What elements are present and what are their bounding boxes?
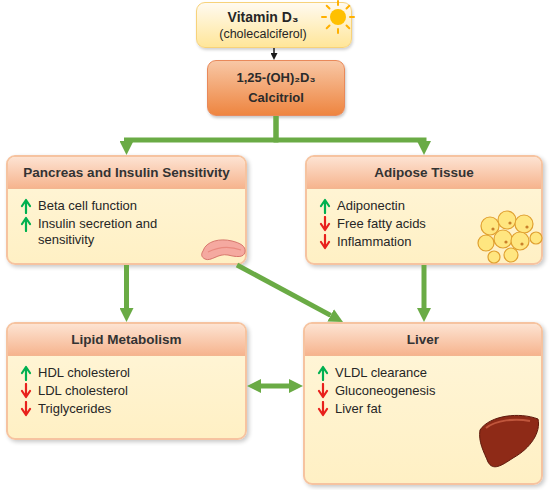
card-heading: Liver	[305, 324, 541, 356]
decrease-arrow	[317, 383, 329, 399]
increase-arrow	[20, 198, 32, 214]
trend-arrow	[321, 200, 329, 213]
increase-arrow	[20, 365, 32, 381]
trend-arrow	[22, 200, 30, 213]
effect-row: Gluconeogenesis	[317, 383, 533, 399]
effect-item: HDL cholesterol	[38, 365, 130, 381]
card-body: HDL cholesterolLDL cholesterolTriglyceri…	[8, 356, 245, 417]
flow-arrow	[261, 384, 289, 389]
flow-arrow	[273, 48, 275, 53]
card-body: Beta cell functionInsulin secretion and …	[8, 189, 245, 248]
card-body: AdiponectinFree fatty acidsInflammation	[307, 189, 541, 250]
effect-row: Inflammation	[319, 234, 533, 250]
effect-row: VLDL clearance	[317, 365, 533, 381]
effect-item: LDL cholesterol	[38, 383, 128, 399]
source-box: Vitamin D₃(cholecalciferol)	[196, 2, 352, 48]
increase-arrow	[317, 365, 329, 381]
trend-arrow	[319, 402, 327, 415]
card-body: VLDL clearanceGluconeogenesisLiver fat	[305, 356, 541, 417]
effect-card: Adipose TissueAdiponectinFree fatty acid…	[305, 155, 543, 265]
effect-row: HDL cholesterol	[20, 365, 237, 381]
decrease-arrow	[317, 401, 329, 417]
box-heading: 1,25-(OH)₂D₃	[237, 68, 316, 88]
flow-arrow	[237, 265, 331, 315]
effect-item: VLDL clearance	[335, 365, 427, 381]
effect-row: Triglycerides	[20, 401, 237, 417]
box-heading: Vitamin D₃	[228, 8, 299, 26]
hormone-box: 1,25-(OH)₂D₃Calcitriol	[207, 60, 345, 116]
effect-row: Liver fat	[317, 401, 533, 417]
trend-arrow	[319, 384, 327, 397]
effect-item: Gluconeogenesis	[335, 383, 435, 399]
trend-arrow	[22, 384, 30, 397]
effect-card: LiverVLDL clearanceGluconeogenesisLiver …	[303, 322, 543, 485]
effect-item: Triglycerides	[38, 401, 111, 417]
box-subtitle: (cholecalciferol)	[219, 26, 307, 43]
card-heading: Adipose Tissue	[307, 157, 541, 189]
increase-arrow	[319, 198, 331, 214]
trend-arrow	[319, 367, 327, 380]
flow-arrow	[124, 265, 129, 308]
effect-card: Pancreas and Insulin SensitivityBeta cel…	[6, 155, 247, 265]
effect-item: Liver fat	[335, 401, 381, 417]
increase-arrow	[20, 216, 32, 232]
flow-arrow	[276, 116, 424, 141]
decrease-arrow	[20, 383, 32, 399]
box-subtitle: Calcitriol	[248, 88, 304, 108]
trend-arrow	[321, 235, 329, 248]
effect-item: Beta cell function	[38, 198, 137, 214]
effect-row: Free fatty acids	[319, 216, 533, 232]
effect-item: Insulin secretion and sensitivity	[38, 216, 188, 248]
decrease-arrow	[319, 216, 331, 232]
trend-arrow	[22, 402, 30, 415]
flow-arrow	[127, 116, 277, 141]
effect-row: Beta cell function	[20, 198, 237, 214]
trend-arrow	[321, 217, 329, 230]
trend-arrow	[22, 367, 30, 380]
effect-item: Inflammation	[337, 234, 411, 250]
decrease-arrow	[20, 401, 32, 417]
effect-item: Adiponectin	[337, 198, 405, 214]
effect-row: Adiponectin	[319, 198, 533, 214]
effect-item: Free fatty acids	[337, 216, 426, 232]
decrease-arrow	[319, 234, 331, 250]
flow-arrow	[422, 265, 427, 308]
card-heading: Lipid Metabolism	[8, 324, 245, 356]
card-heading: Pancreas and Insulin Sensitivity	[8, 157, 245, 189]
effect-card: Lipid MetabolismHDL cholesterolLDL chole…	[6, 322, 247, 440]
effect-row: Insulin secretion and sensitivity	[20, 216, 237, 248]
trend-arrow	[22, 218, 30, 231]
effect-row: LDL cholesterol	[20, 383, 237, 399]
